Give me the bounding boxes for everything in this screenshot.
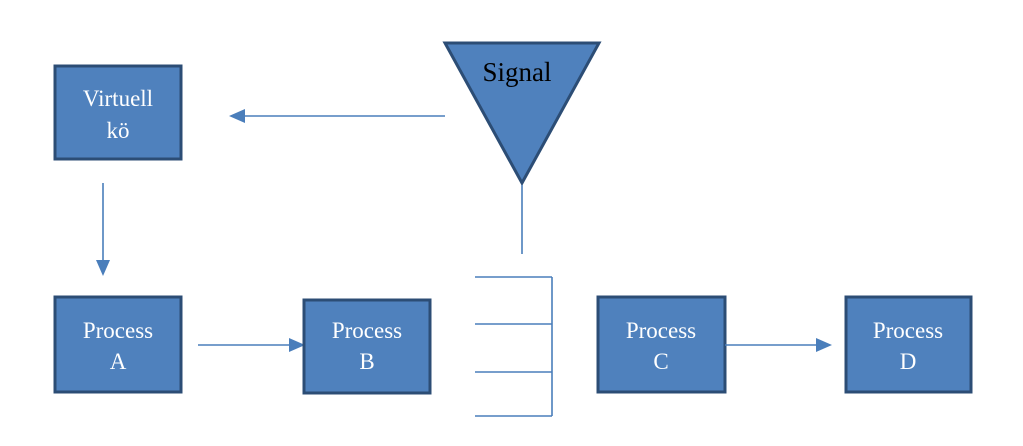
signal-label: Signal xyxy=(482,57,551,87)
process-b-box xyxy=(302,298,432,395)
process-d-label-line1: Process xyxy=(873,318,943,343)
process-b-node: Process B xyxy=(302,298,432,395)
virtual-queue-node: Virtuell kö xyxy=(53,64,183,161)
process-a-node: Process A xyxy=(53,295,183,394)
process-c-node: Process C xyxy=(596,295,727,394)
process-d-node: Process D xyxy=(844,295,973,394)
arrow-signal-to-queue-head xyxy=(229,109,245,123)
buffer-comb xyxy=(475,276,553,417)
signal-triangle xyxy=(442,41,602,187)
signal-node: Signal xyxy=(442,41,602,187)
process-b-label-line2: B xyxy=(359,349,374,374)
process-b-label-line1: Process xyxy=(332,318,402,343)
process-a-box xyxy=(53,295,183,394)
process-a-label-line1: Process xyxy=(83,318,153,343)
virtual-queue-box xyxy=(53,64,183,161)
process-d-label-line2: D xyxy=(900,349,917,374)
process-c-box xyxy=(596,295,727,394)
process-c-label-line2: C xyxy=(653,349,668,374)
arrow-queue-to-process-a-head xyxy=(96,260,110,276)
arrow-process-a-to-b xyxy=(198,338,305,352)
arrow-queue-to-process-a xyxy=(96,183,110,276)
arrow-process-c-to-d-head xyxy=(816,338,832,352)
arrow-process-c-to-d xyxy=(725,338,832,352)
virtual-queue-label-line1: Virtuell xyxy=(83,86,153,111)
virtual-queue-label-line2: kö xyxy=(107,118,130,143)
arrow-signal-to-queue xyxy=(229,109,445,123)
process-c-label-line1: Process xyxy=(626,318,696,343)
arrow-process-a-to-b-head xyxy=(289,338,305,352)
process-d-box xyxy=(844,295,973,394)
process-a-label-line2: A xyxy=(110,349,127,374)
